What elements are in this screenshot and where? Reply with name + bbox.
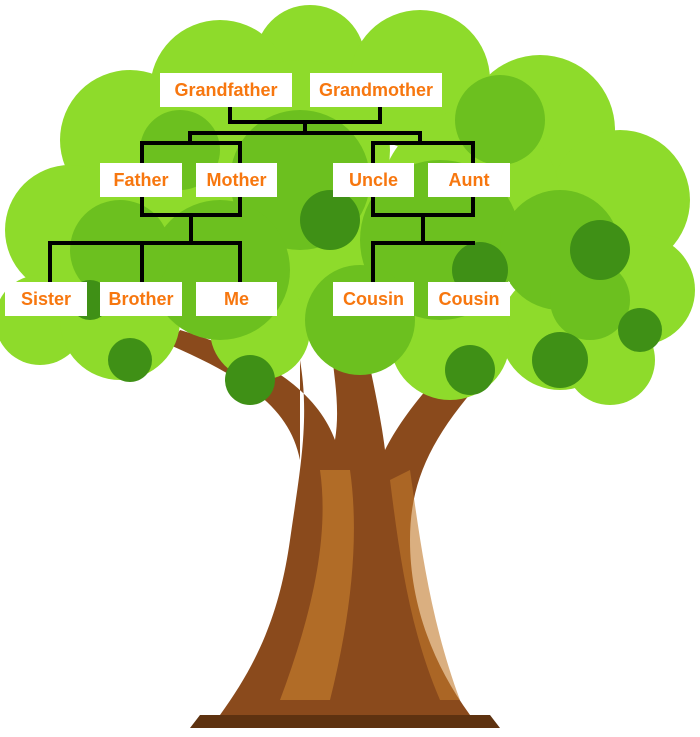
me-label: Me — [196, 282, 277, 316]
uncle-aunt-connector — [371, 195, 475, 284]
cousin-label-2: Cousin — [428, 282, 510, 316]
leaf-cluster — [550, 260, 630, 340]
father-label: Father — [100, 163, 182, 197]
aunt-label: Aunt — [428, 163, 510, 197]
grandmother-label: Grandmother — [310, 73, 442, 107]
sister-label: Sister — [5, 282, 87, 316]
leaf-cluster — [70, 200, 170, 300]
cousin-label-1: Cousin — [333, 282, 414, 316]
grandfather-label: Grandfather — [160, 73, 292, 107]
grandparents-connector — [140, 105, 475, 165]
uncle-label: Uncle — [333, 163, 414, 197]
tree-trunk — [170, 330, 520, 728]
brother-label: Brother — [100, 282, 182, 316]
leaf-cluster — [445, 345, 495, 395]
leaf-cluster — [455, 75, 545, 165]
mother-label: Mother — [196, 163, 277, 197]
leaf-cluster — [300, 190, 360, 250]
leaf-cluster — [570, 220, 630, 280]
leaf-cluster — [618, 308, 662, 352]
leaf-cluster — [225, 355, 275, 405]
leaf-cluster — [532, 332, 588, 388]
parents-connector — [48, 195, 242, 284]
leaf-cluster — [108, 338, 152, 382]
